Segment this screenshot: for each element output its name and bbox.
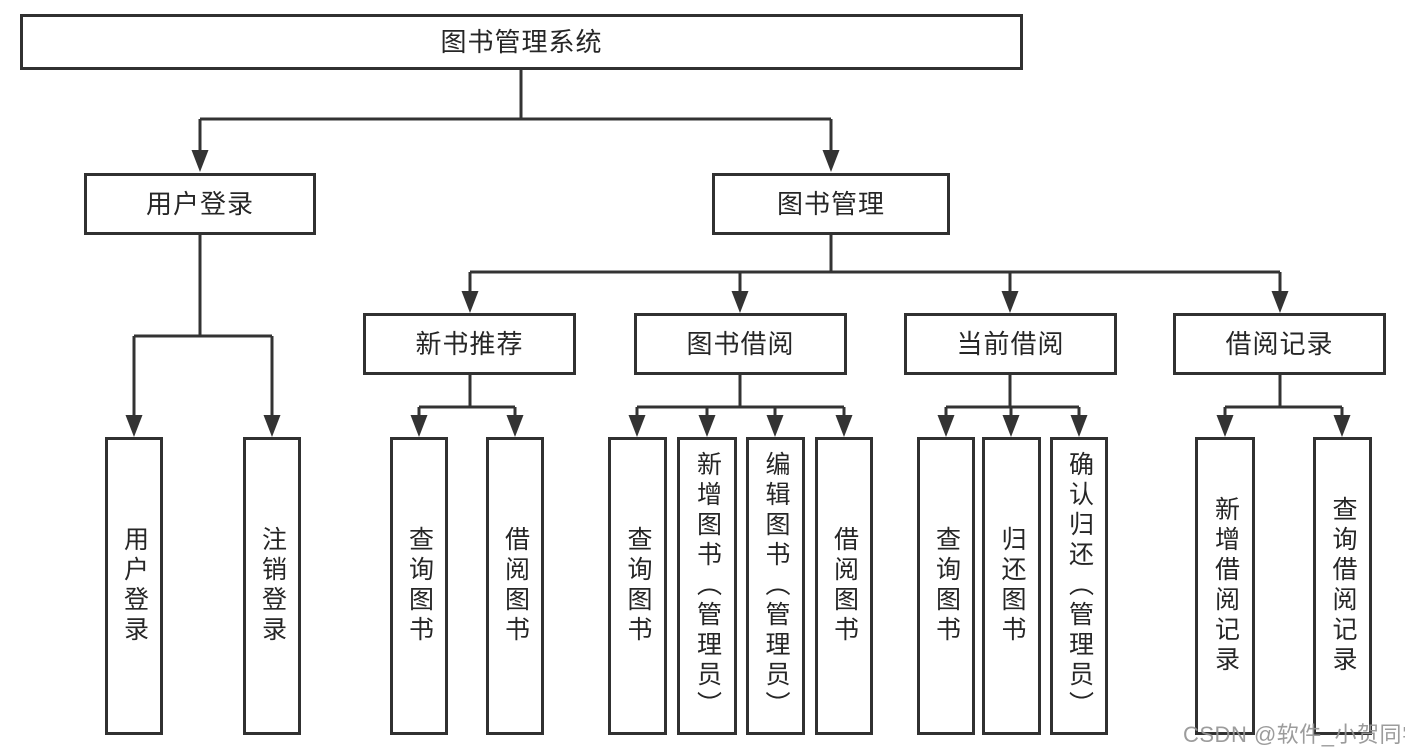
node-book-management: 图书管理 — [712, 173, 950, 235]
leaf-user-login: 用户登录 — [105, 437, 163, 735]
leaf-confirm-return-admin: 确认归还（管理员） — [1050, 437, 1108, 735]
csdn-watermark: CSDN @软件_小贺同学 — [1183, 722, 1405, 747]
connector-user-login-to-leaves — [125, 235, 281, 437]
leaf-logout: 注销登录 — [243, 437, 301, 735]
node-borrow-record: 借阅记录 — [1173, 313, 1386, 375]
leaf-return-books: 归还图书 — [982, 437, 1041, 735]
connector-current-borrow-to-leaves — [937, 375, 1088, 437]
connector-root-to-level2 — [191, 70, 840, 172]
connector-book-mgmt-to-level3 — [461, 235, 1289, 313]
leaf-query-borrow-record: 查询借阅记录 — [1313, 437, 1372, 735]
node-current-borrow: 当前借阅 — [904, 313, 1117, 375]
leaf-add-borrow-record: 新增借阅记录 — [1195, 437, 1255, 735]
leaf-edit-books-admin: 编辑图书（管理员） — [746, 437, 805, 735]
node-book-borrow: 图书借阅 — [634, 313, 847, 375]
connector-book-borrow-to-leaves — [628, 375, 853, 437]
leaf-query-books-2: 查询图书 — [608, 437, 667, 735]
leaf-query-books-3: 查询图书 — [917, 437, 975, 735]
connector-borrow-record-to-leaves — [1216, 375, 1351, 437]
leaf-borrow-books-1: 借阅图书 — [486, 437, 544, 735]
connector-new-book-to-leaves — [410, 375, 524, 437]
node-user-login: 用户登录 — [84, 173, 316, 235]
leaf-add-books-admin: 新增图书（管理员） — [677, 437, 737, 735]
node-new-book-recommend: 新书推荐 — [363, 313, 576, 375]
leaf-query-books-1: 查询图书 — [390, 437, 448, 735]
node-library-system: 图书管理系统 — [20, 14, 1023, 70]
leaf-borrow-books-2: 借阅图书 — [815, 437, 873, 735]
